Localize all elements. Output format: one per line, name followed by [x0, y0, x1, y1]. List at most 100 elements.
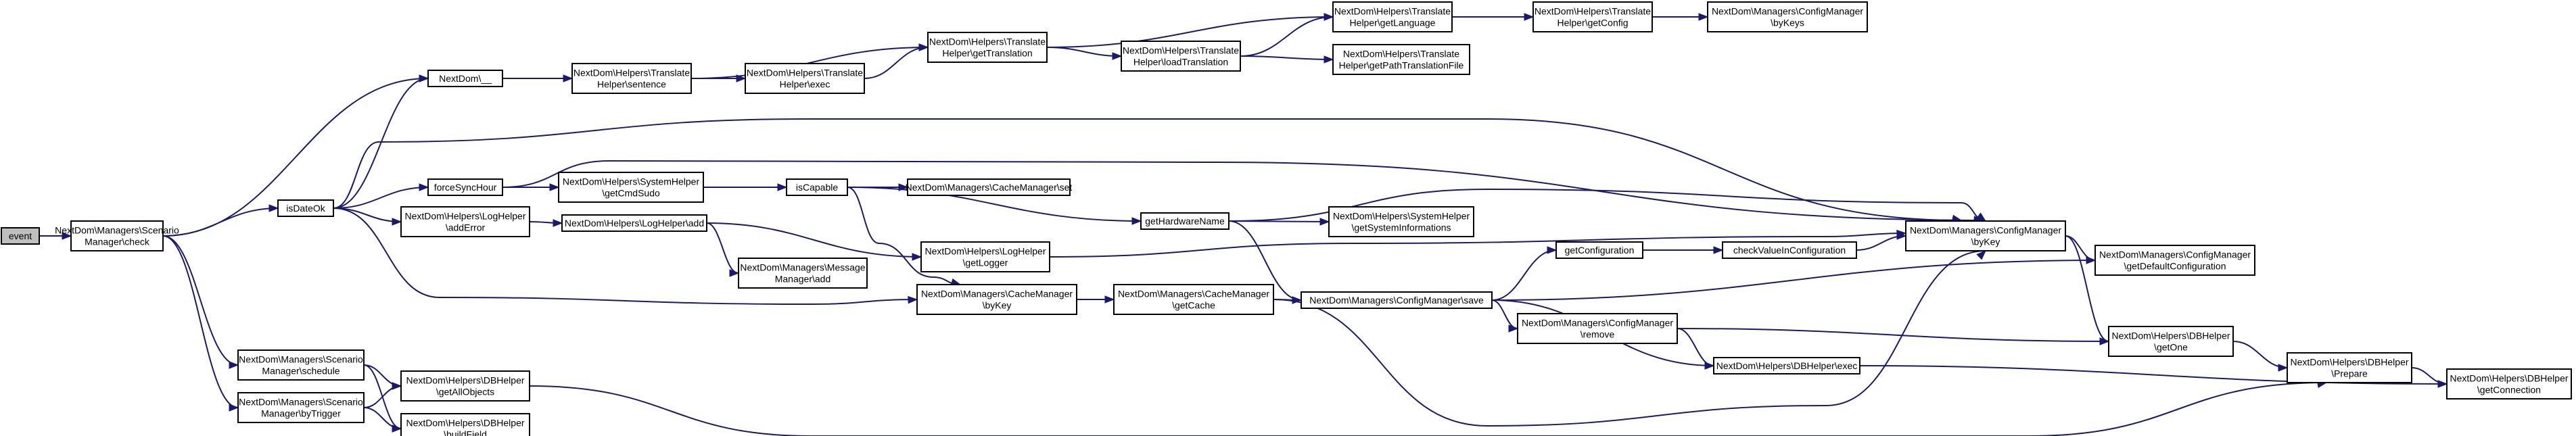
arrowhead-icon: [1547, 246, 1558, 254]
edge-config-by-key-to-get-one: [2065, 235, 2109, 342]
node-box: [1722, 241, 1857, 259]
arrowhead-icon: [2099, 337, 2110, 345]
node-config-by-key[interactable]: NextDom\Managers\ConfigManager\byKey: [1905, 220, 2066, 251]
node-label: NextDom\Helpers\SystemHelper: [1333, 211, 1470, 222]
node-box: [1332, 44, 1470, 75]
edge-is-capable-to-get-hardware-name: [847, 187, 1142, 222]
node-box: [1707, 1, 1868, 32]
node-event[interactable]: event: [1, 227, 40, 245]
node-box: [927, 32, 1048, 63]
node-label: \getConnection: [2477, 385, 2541, 395]
node-load-translation[interactable]: NextDom\Helpers\TranslateHelper\loadTran…: [1121, 41, 1241, 72]
node-box: [1905, 220, 2066, 251]
arrowhead-icon: [419, 74, 429, 82]
node-box: [1555, 241, 1643, 259]
node-box: [1517, 313, 1678, 344]
edge-is-date-ok-to-force-sync-hour: [333, 187, 429, 209]
edge-load-translation-to-get-path-translation-file: [1240, 55, 1334, 60]
arrowhead-icon: [1324, 55, 1334, 64]
node-cache-by-key[interactable]: NextDom\Managers\CacheManager\byKey: [916, 284, 1077, 315]
node-get-translation[interactable]: NextDom\Helpers\TranslateHelper\getTrans…: [927, 32, 1048, 63]
node-check-value[interactable]: checkValueInConfiguration: [1722, 241, 1857, 259]
node-label: \getSystemInformations: [1351, 222, 1451, 233]
node-label: NextDom\Managers\CacheManager\set: [906, 182, 1073, 193]
node-add-error[interactable]: NextDom\Helpers\LogHelper\addError: [400, 206, 530, 237]
node-box: [916, 284, 1077, 315]
node-label: Manager\schedule: [262, 366, 339, 377]
arrowhead-icon: [1896, 232, 1907, 240]
node-get-hardware-name[interactable]: getHardwareName: [1140, 212, 1230, 230]
arrowhead-icon: [1104, 295, 1115, 304]
node-label: forceSyncHour: [434, 182, 497, 193]
node-by-keys[interactable]: NextDom\Managers\ConfigManager\byKeys: [1707, 1, 1868, 32]
arrowhead-icon: [563, 74, 573, 82]
node-prepare[interactable]: NextDom\Helpers\DBHelper\Prepare: [2287, 352, 2412, 383]
arrowhead-icon: [2437, 380, 2448, 388]
node-label: NextDom\Helpers\DBHelper: [406, 418, 524, 429]
node-get-logger[interactable]: NextDom\Helpers\LogHelper\getLogger: [920, 241, 1050, 272]
node-by-trigger[interactable]: NextDom\Managers\ScenarioManager\byTrigg…: [237, 392, 365, 423]
node-force-sync-hour[interactable]: forceSyncHour: [427, 178, 503, 196]
node-cache-set[interactable]: NextDom\Managers\CacheManager\set: [906, 178, 1073, 196]
arrowhead-icon: [392, 425, 402, 433]
node-label: NextDom\Helpers\LogHelper: [925, 246, 1046, 257]
node-get-default-configuration[interactable]: NextDom\Managers\ConfigManager\getDefaul…: [2094, 245, 2255, 276]
node-label: NextDom\Managers\CacheManager: [1118, 289, 1269, 299]
node-label: \byKey: [1971, 237, 2000, 247]
node-label: \byKeys: [1771, 18, 1804, 28]
node-label: \addError: [446, 222, 486, 233]
node-get-config[interactable]: NextDom\Helpers\TranslateHelper\getConfi…: [1532, 1, 1653, 32]
node-build-field[interactable]: NextDom\Helpers\DBHelper\buildField: [400, 413, 530, 436]
node-get-cache[interactable]: NextDom\Managers\CacheManager\getCache: [1113, 284, 1274, 315]
node-label: \remove: [1580, 329, 1615, 340]
node-box: [237, 392, 365, 423]
node-label: NextDom\Managers\CacheManager: [921, 289, 1073, 299]
node-log-add[interactable]: NextDom\Helpers\LogHelper\add: [561, 214, 707, 232]
node-nd[interactable]: NextDom\__: [427, 70, 503, 87]
node-save[interactable]: NextDom\Managers\ConfigManager\save: [1301, 291, 1493, 309]
node-schedule[interactable]: NextDom\Managers\ScenarioManager\schedul…: [237, 349, 365, 381]
node-get-language[interactable]: NextDom\Helpers\TranslateHelper\getLangu…: [1332, 1, 1453, 32]
node-is-capable[interactable]: isCapable: [786, 178, 848, 196]
edge-get-one-to-prepare: [2232, 341, 2288, 368]
arrowhead-icon: [62, 232, 72, 240]
node-remove[interactable]: NextDom\Managers\ConfigManager\remove: [1517, 313, 1678, 344]
node-box: [786, 178, 848, 196]
node-label: \getAllObjects: [436, 387, 494, 397]
node-label: NextDom\Helpers\SystemHelper: [563, 176, 700, 187]
node-box: [907, 178, 1071, 196]
edge-save-to-remove: [1491, 299, 1518, 329]
arrowhead-icon: [729, 269, 740, 277]
node-get-one[interactable]: NextDom\Helpers\DBHelper\getOne: [2108, 326, 2234, 357]
arrowhead-icon: [1131, 217, 1142, 225]
node-label: NextDom\Helpers\Translate: [573, 68, 690, 78]
node-box: [1713, 357, 1860, 374]
node-label: \getDefaultConfiguration: [2124, 261, 2226, 272]
node-get-path-translation-file[interactable]: NextDom\Helpers\TranslateHelper\getPathT…: [1332, 44, 1470, 75]
node-label: NextDom\Helpers\LogHelper\add: [565, 218, 704, 228]
node-box: [400, 370, 530, 402]
edge-force-sync-hour-to-config-by-key: [502, 160, 1984, 221]
node-get-configuration[interactable]: getConfiguration: [1555, 241, 1643, 259]
node-get-system-informations[interactable]: NextDom\Helpers\SystemHelper\getSystemIn…: [1328, 206, 1474, 237]
node-box: [427, 70, 503, 87]
edge-is-date-ok-to-add-error: [333, 208, 402, 222]
edge-get-logger-to-config-by-key: [1049, 233, 1906, 258]
node-label: \getCmdSudo: [602, 188, 660, 199]
arrowhead-icon: [1524, 13, 1535, 21]
node-box: [1328, 206, 1474, 237]
arrowhead-icon: [1698, 13, 1709, 21]
node-is-date-ok[interactable]: isDateOk: [277, 199, 334, 217]
node-get-cmd-sudo[interactable]: NextDom\Helpers\SystemHelper\getCmdSudo: [558, 172, 704, 203]
node-db-exec[interactable]: NextDom\Helpers\DBHelper\exec: [1713, 357, 1860, 374]
node-get-connection[interactable]: NextDom\Helpers\DBHelper\getConnection: [2446, 368, 2572, 399]
node-box: [2094, 245, 2255, 276]
node-get-all-objects[interactable]: NextDom\Helpers\DBHelper\getAllObjects: [400, 370, 530, 402]
arrowhead-icon: [2278, 364, 2289, 372]
node-box: [561, 214, 707, 232]
arrowhead-icon: [1324, 13, 1334, 21]
